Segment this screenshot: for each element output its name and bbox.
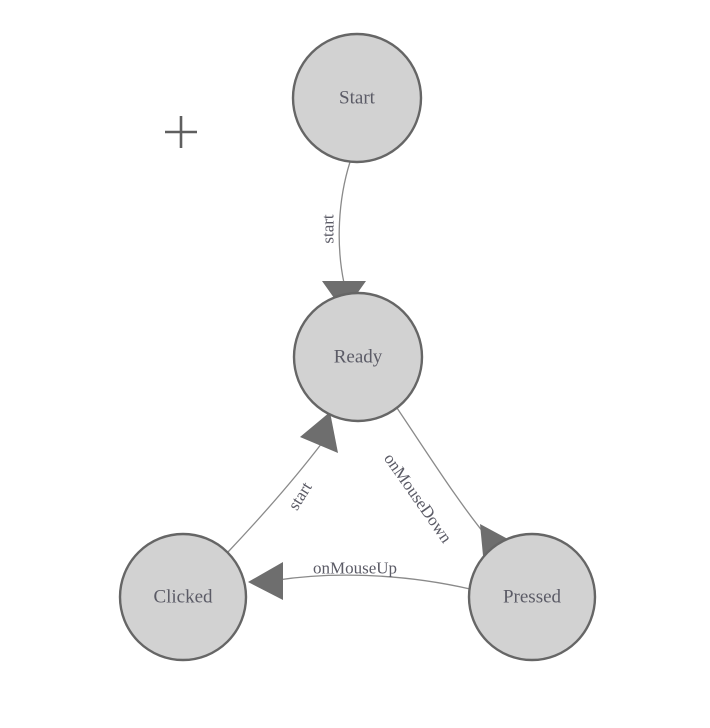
node-circle[interactable] [292,291,424,423]
node-pressed[interactable]: Pressed [467,532,597,662]
edge-pressed-to-clicked[interactable]: onMouseUp [248,559,471,601]
node-circle[interactable] [291,32,423,164]
edge-label-pressed-to-clicked: onMouseUp [313,559,397,578]
node-label-clicked: Clicked [153,587,213,608]
node-circle[interactable] [467,532,597,662]
nodes-layer: Start Ready Clicked Pressed [118,32,597,662]
arrowhead-icon [300,412,338,453]
edge-path[interactable] [227,442,323,553]
node-label-ready: Ready [334,347,383,368]
node-clicked[interactable]: Clicked [118,532,248,662]
edge-start-to-ready[interactable]: start [319,161,367,312]
plus-marker [165,116,197,148]
edge-ready-to-pressed[interactable]: onMouseDown [380,407,519,566]
arrowhead-icon [248,562,283,600]
node-circle[interactable] [118,532,248,662]
node-ready[interactable]: Ready [292,291,424,423]
edge-path[interactable] [338,161,351,284]
edge-label-start-to-ready: start [319,214,338,244]
edge-path[interactable] [277,574,471,590]
edge-clicked-to-ready[interactable]: start [227,412,338,553]
edge-label-ready-to-pressed: onMouseDown [380,450,456,547]
node-start[interactable]: Start [291,32,423,164]
node-label-pressed: Pressed [503,587,562,608]
node-label-start: Start [339,88,376,109]
